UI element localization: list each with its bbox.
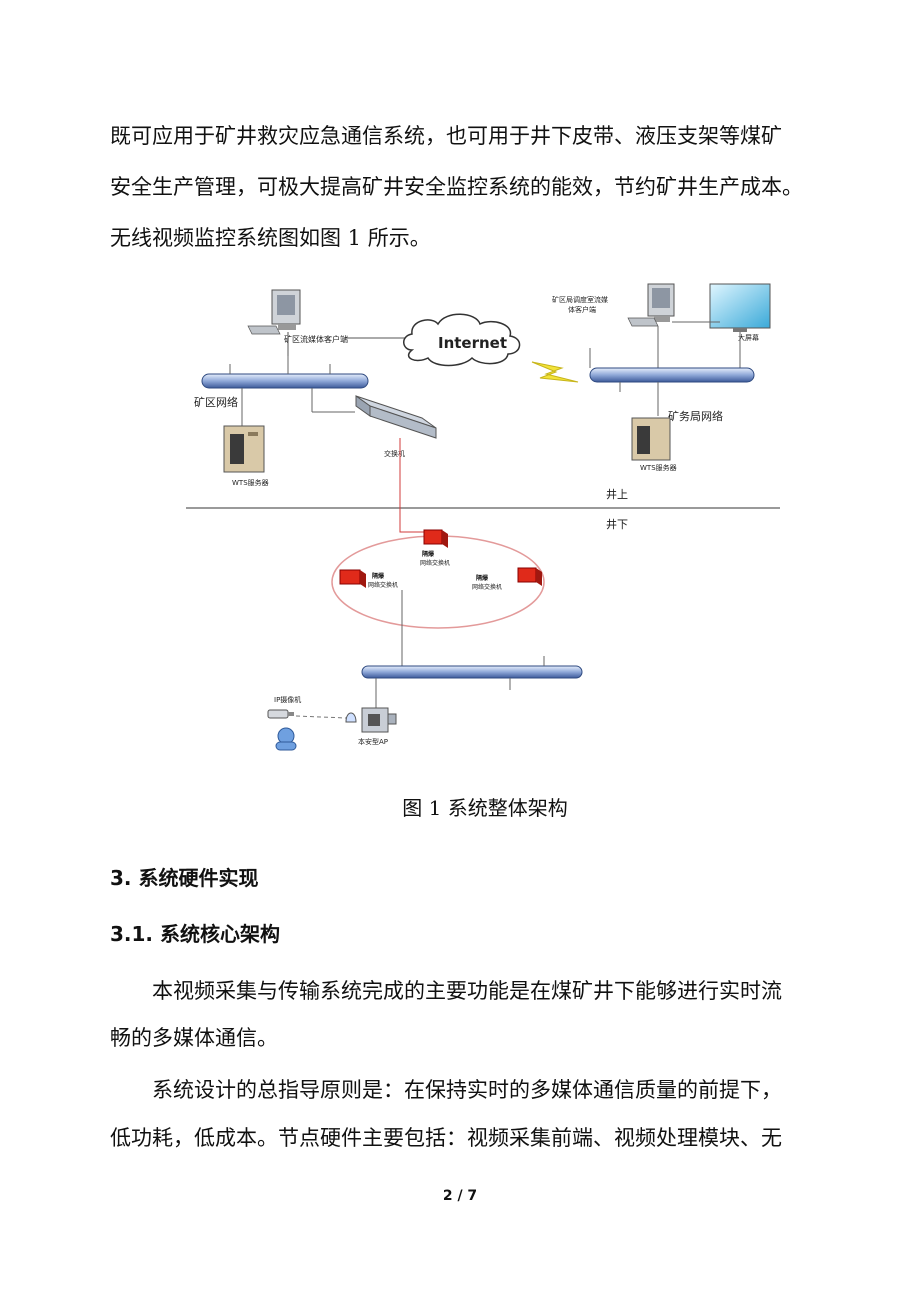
intrinsically-safe-ap-icon	[345, 707, 397, 733]
ring-switch-top-icon	[423, 529, 448, 548]
intro-line-3: 无线视频监控系统图如图 1 所示。	[110, 226, 431, 250]
internet-label: Internet	[438, 334, 507, 352]
section-3-1-heading: 3.1. 系统核心架构	[110, 922, 280, 946]
above-ground-label: 井上	[606, 487, 628, 501]
section-3-heading: 3. 系统硬件实现	[110, 866, 259, 890]
bureau-client-label-1: 矿区局调度室流媒	[552, 295, 608, 304]
ap-label: 本安型AP	[358, 737, 388, 746]
left-wts-server-icon	[223, 425, 265, 473]
right-server-label: WTS服务器	[640, 463, 677, 472]
camera-ap-link	[295, 715, 347, 719]
page-number: 2 / 7	[442, 1188, 478, 1204]
left-client-computer-icon	[247, 289, 301, 335]
big-screen-monitor-icon	[709, 283, 771, 332]
figure-caption: 图 1 系统整体架构	[402, 796, 568, 820]
ring-switch-1b-label: 网络交换机	[420, 559, 450, 567]
bureau-network-label: 矿务局网络	[668, 409, 723, 423]
body-p1-line-1: 本视频采集与传输系统完成的主要功能是在煤矿井下能够进行实时流	[152, 979, 782, 1003]
system-architecture-figure: 矿区流媒体客户端 Internet 矿区网络 WTS服务器 交换机 矿区局调度室…	[186, 283, 780, 751]
ring-switch-right-icon	[517, 567, 542, 586]
bureau-client-computer-icon	[627, 283, 675, 327]
ring-switch-left-icon	[339, 569, 366, 588]
ring-switch-2-label: 隔爆	[372, 572, 385, 580]
big-screen-label: 大屏幕	[738, 333, 759, 342]
ring-switch-2b-label: 网络交换机	[368, 581, 398, 589]
ring-switch-3b-label: 网络交换机	[472, 583, 502, 591]
body-p2-line-1: 系统设计的总指导原则是：在保持实时的多媒体通信质量的前提下，	[152, 1078, 782, 1102]
mine-network-label: 矿区网络	[194, 395, 238, 409]
intro-line-1: 既可应用于矿井救灾应急通信系统，也可用于井下皮带、液压支架等煤矿	[110, 124, 782, 148]
body-p2-line-2: 低功耗，低成本。节点硬件主要包括：视频采集前端、视频处理模块、无	[110, 1126, 782, 1150]
underground-network-bus	[361, 665, 583, 679]
ip-camera-label: IP摄像机	[274, 695, 301, 704]
client-label: 矿区流媒体客户端	[284, 334, 348, 344]
switch-label: 交换机	[384, 449, 405, 458]
left-server-label: WTS服务器	[232, 478, 269, 487]
bureau-network-bus	[589, 367, 755, 383]
internet-cloud-icon	[403, 313, 521, 367]
below-ground-label: 井下	[606, 517, 628, 531]
right-wts-server-icon	[631, 417, 671, 461]
bureau-client-label-2: 体客户端	[568, 305, 596, 314]
ring-switch-1-label: 隔爆	[422, 550, 435, 558]
body-p1-line-2: 畅的多媒体通信。	[110, 1026, 278, 1050]
ip-camera-icon	[267, 709, 297, 751]
mine-network-bus	[201, 356, 369, 389]
switch-icon	[355, 395, 437, 439]
intro-line-2: 安全生产管理，可极大提高矿井安全监控系统的能效，节约矿井生产成本。	[110, 175, 803, 199]
wireless-link-bolt-icon	[531, 361, 579, 383]
ring-switch-3-label: 隔爆	[476, 574, 489, 582]
